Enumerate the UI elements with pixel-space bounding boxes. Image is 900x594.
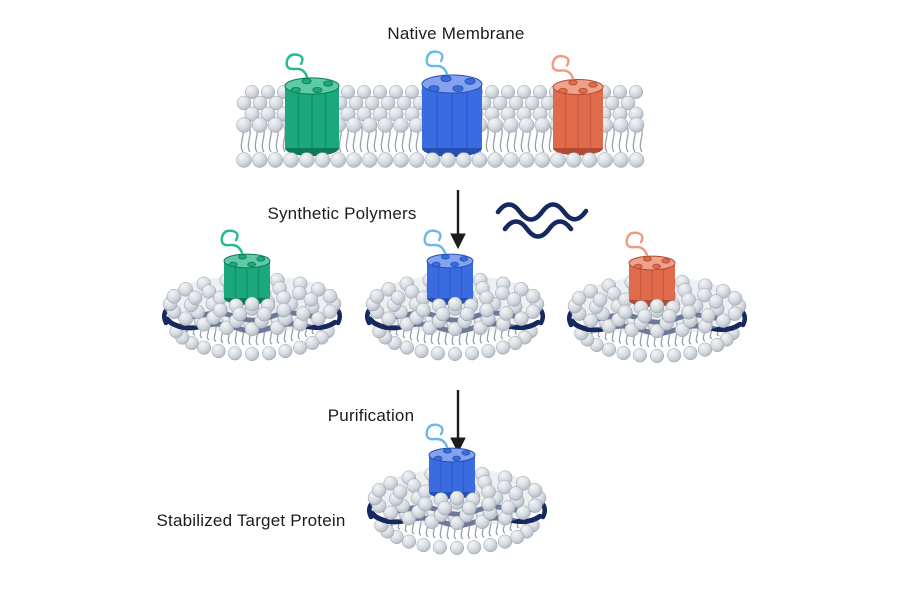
synthetic-polymers-label: Synthetic Polymers [267, 204, 417, 223]
membrane-protein-orange [551, 54, 604, 156]
nanodisc-purified-protein [425, 423, 476, 499]
native-membrane-illustration [236, 50, 645, 168]
nanodisc-orange-protein [625, 231, 676, 307]
nanodisc-orange [567, 231, 747, 364]
nanodisc-blue [365, 229, 545, 362]
membrane-protein-blue [421, 50, 483, 157]
native-membrane-label: Native Membrane [387, 24, 525, 43]
nanodisc-green-protein [220, 229, 271, 305]
nanodisc-purified [367, 423, 547, 556]
stabilized-target-protein-label: Stabilized Target Protein [156, 511, 346, 530]
polymer-squiggle-icon [495, 202, 589, 239]
membrane-protein-green [284, 53, 340, 157]
nanodisc-green [162, 229, 342, 362]
nanodisc-blue-protein [423, 229, 474, 305]
purification-label: Purification [327, 406, 415, 425]
